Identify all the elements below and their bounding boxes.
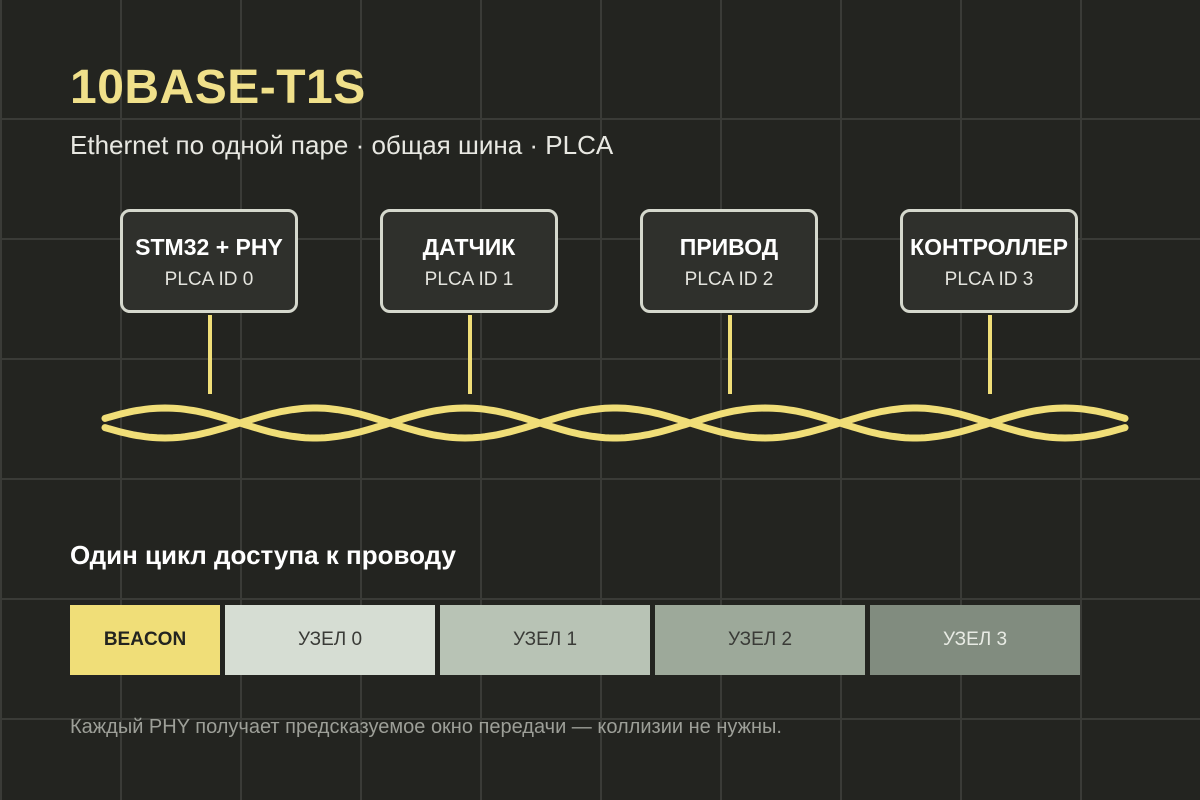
node-plca-id: PLCA ID 2 xyxy=(684,269,774,290)
node-plca-id: PLCA ID 3 xyxy=(944,269,1034,290)
slot-node-0: УЗЕЛ 0 xyxy=(225,605,435,675)
node-name: STM32 + PHY xyxy=(135,234,283,260)
wire-b xyxy=(101,404,1129,442)
node-stm32-phy: STM32 + PHY PLCA ID 0 xyxy=(120,209,298,313)
diagram-subtitle: Ethernet по одной паре · общая шина · PL… xyxy=(70,130,614,160)
cycle-heading: Один цикл доступа к проводу xyxy=(70,540,456,570)
wire-a xyxy=(101,404,1129,442)
slot-beacon: BEACON xyxy=(70,605,220,675)
node-name: КОНТРОЛЛЕР xyxy=(910,234,1068,260)
node-name: ДАТЧИК xyxy=(422,234,516,260)
slot-node-3: УЗЕЛ 3 xyxy=(870,605,1080,675)
node-plca-id: PLCA ID 0 xyxy=(164,269,254,290)
slot-node-2: УЗЕЛ 2 xyxy=(655,605,865,675)
slot-node-1: УЗЕЛ 1 xyxy=(440,605,650,675)
node-name: ПРИВОД xyxy=(679,234,779,260)
node-sensor: ДАТЧИК PLCA ID 1 xyxy=(380,209,558,313)
node-controller: КОНТРОЛЛЕР PLCA ID 3 xyxy=(900,209,1078,313)
node-plca-id: PLCA ID 1 xyxy=(424,269,514,290)
node-actuator: ПРИВОД PLCA ID 2 xyxy=(640,209,818,313)
footnote: Каждый PHY получает предсказуемое окно п… xyxy=(70,716,782,738)
diagram-title: 10BASE-T1S xyxy=(70,61,366,114)
